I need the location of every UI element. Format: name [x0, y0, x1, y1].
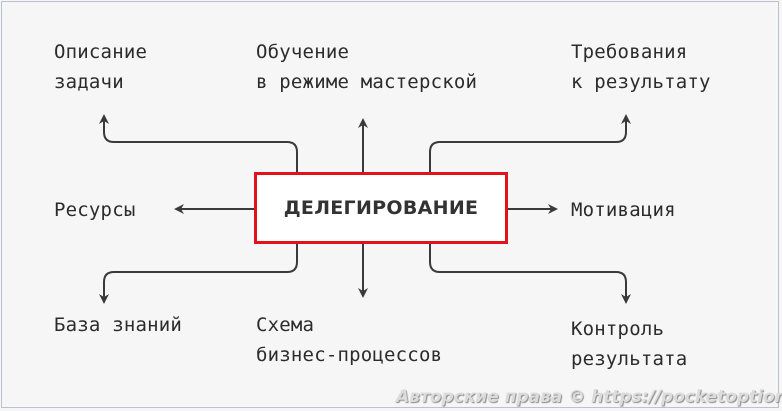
delegation-label: ДЕЛЕГИРОВАНИЕ [283, 197, 479, 219]
node-knowledge-base: База знаний [54, 310, 182, 340]
node-resources: Ресурсы [54, 195, 135, 225]
arrow-to-result-control [429, 244, 631, 304]
node-master-training: Обучение в режиме мастерской [256, 37, 477, 97]
node-task-description: Описание задачи [54, 37, 147, 97]
node-motivation-line1: Мотивация [571, 199, 676, 221]
node-result-requirements-line1: Требования [571, 41, 688, 63]
node-task-description-line1: Описание [54, 41, 148, 63]
arrow-to-task-description [99, 114, 298, 172]
node-result-requirements-line2: к результату [571, 71, 711, 93]
node-result-control: Контроль результата [571, 314, 687, 374]
node-result-control-line1: Контроль [571, 318, 665, 340]
node-master-training-line2: в режиме мастерской [256, 71, 478, 93]
node-result-requirements: Требования к результату [571, 37, 711, 97]
node-resources-line1: Ресурсы [54, 199, 136, 221]
arrow-to-result-requirements [429, 114, 631, 172]
node-motivation: Мотивация [571, 195, 676, 225]
arrow-to-knowledge-base [99, 244, 298, 304]
delegation-box: ДЕЛЕГИРОВАНИЕ [254, 172, 508, 244]
node-process-scheme: Схема бизнес-процессов [256, 310, 442, 370]
copyright-watermark: Авторские права © https://pocketoption.r… [396, 387, 782, 407]
node-knowledge-base-line1: База знаний [54, 314, 183, 336]
node-process-scheme-line2: бизнес-процессов [256, 344, 443, 366]
node-result-control-line2: результата [571, 348, 688, 370]
node-task-description-line2: задачи [54, 71, 124, 93]
node-process-scheme-line1: Схема [256, 314, 315, 336]
node-master-training-line1: Обучение [256, 41, 350, 63]
